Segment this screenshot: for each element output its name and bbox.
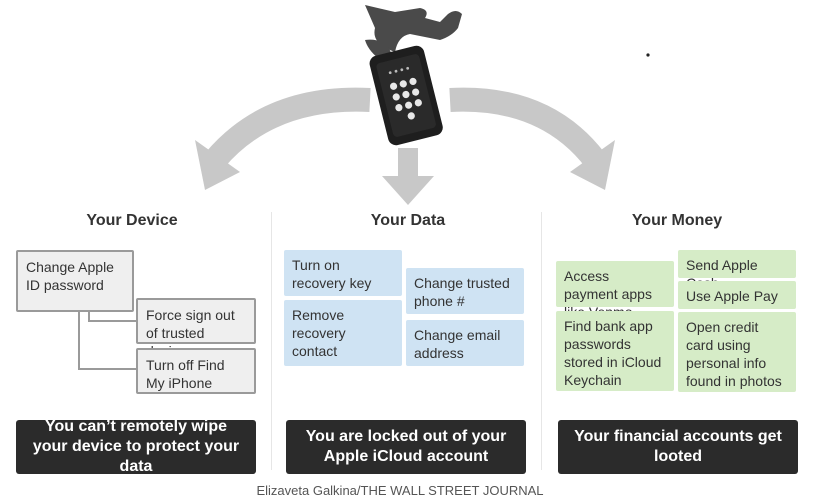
- phone-icon: [369, 45, 443, 146]
- recovery-key-box: Turn on recovery key: [284, 250, 402, 296]
- arrow-down-icon: [382, 148, 434, 205]
- column-divider: [541, 212, 542, 470]
- connector-line: [78, 312, 80, 370]
- arrow-right-icon: [449, 87, 615, 190]
- column-title-data: Your Data: [370, 212, 446, 229]
- turn-off-find-my-box: Turn off Find My iPhone: [136, 348, 256, 394]
- column-title-device: Your Device: [86, 212, 178, 229]
- money-consequence-banner: Your financial accounts get looted: [558, 420, 798, 474]
- connector-line: [88, 320, 138, 322]
- remove-recovery-contact-box: Remove recovery contact: [284, 300, 402, 366]
- column-title-money: Your Money: [631, 212, 723, 229]
- dot-mark: [646, 53, 650, 57]
- send-apple-cash-box: Send Apple Cash: [678, 250, 796, 291]
- data-consequence-banner: You are locked out of your Apple iCloud …: [286, 420, 526, 474]
- hand-phone-illustration: [195, 5, 650, 205]
- credit-line: Elizaveta Galkina/THE WALL STREET JOURNA…: [256, 483, 544, 498]
- change-apple-id-box: Change Apple ID password: [16, 250, 134, 312]
- connector-line: [78, 368, 138, 370]
- change-email-box: Change email address: [406, 320, 524, 366]
- payment-apps-box: Access payment apps like Venmo: [556, 261, 674, 320]
- arrow-left-icon: [195, 87, 371, 190]
- column-divider: [271, 212, 272, 470]
- force-sign-out-box: Force sign out of trusted devices: [136, 298, 256, 359]
- apple-pay-box: Use Apple Pay: [678, 281, 796, 309]
- connector-line: [88, 312, 90, 322]
- bank-passwords-box: Find bank app passwords stored in iCloud…: [556, 311, 674, 391]
- open-credit-card-box: Open credit card using personal info fou…: [678, 312, 796, 392]
- device-consequence-banner: You can’t remotely wipe your device to p…: [16, 418, 256, 475]
- change-trusted-phone-box: Change trusted phone #: [406, 268, 524, 314]
